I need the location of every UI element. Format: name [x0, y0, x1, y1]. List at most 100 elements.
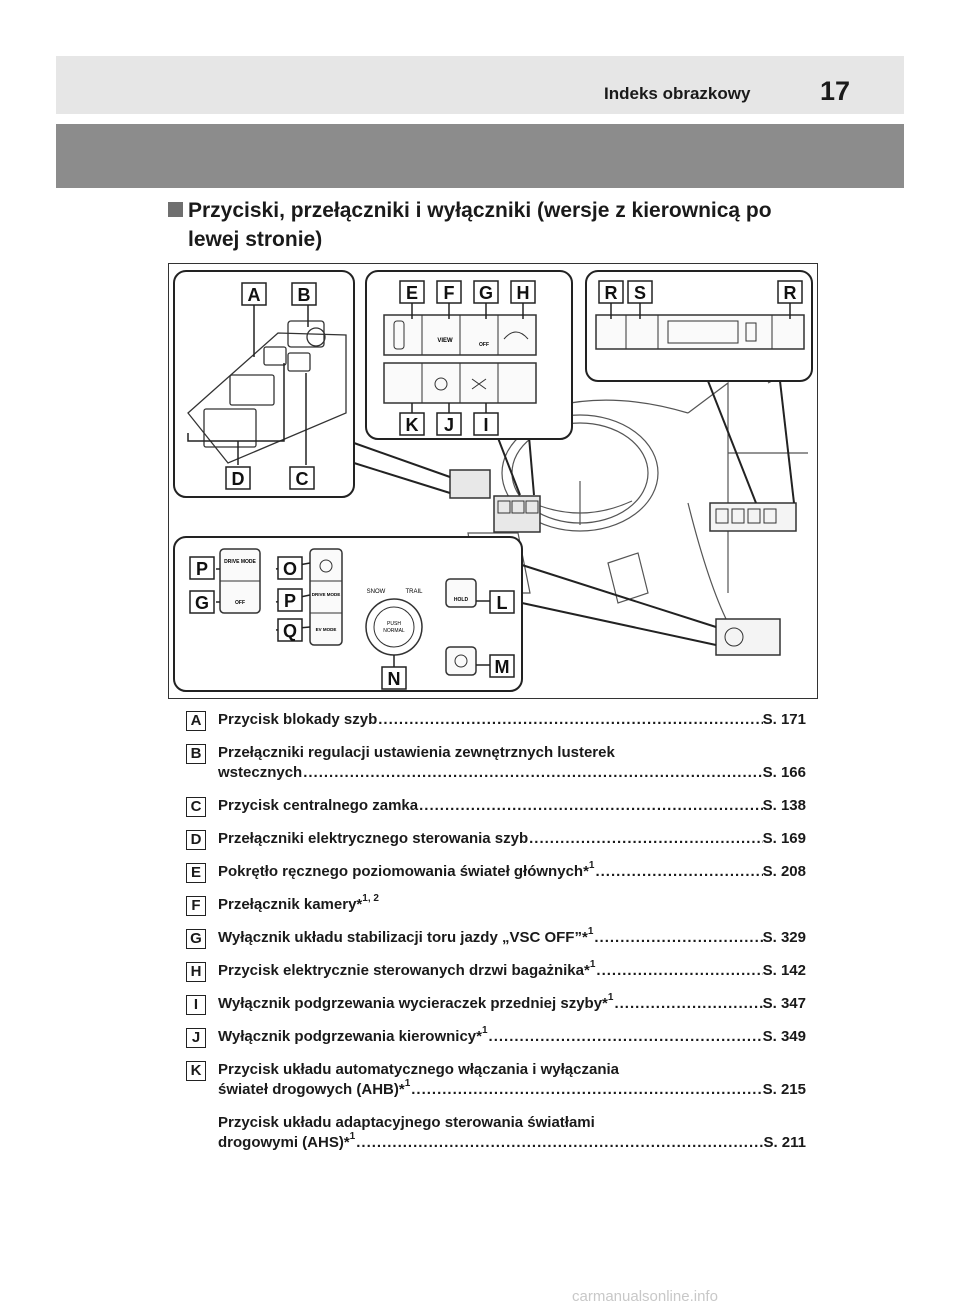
snow-text: SNOW [367, 589, 386, 595]
callout-F: F [444, 283, 455, 303]
item-badge: E [186, 863, 206, 883]
callout-S: S [634, 283, 646, 303]
footnote-ref: 1 [481, 1025, 488, 1036]
item-page-ref: S. 208 [762, 863, 806, 880]
callout-H: H [517, 283, 530, 303]
callout-N: N [388, 669, 401, 689]
leader-lines [353, 380, 795, 646]
section-title-text: Przyciski, przełączniki i wyłączniki (we… [188, 199, 772, 251]
item-label: Przycisk elektrycznie sterowanych drzwi … [218, 959, 596, 980]
callout-I: I [483, 415, 488, 435]
item-page-ref: S. 138 [762, 797, 806, 814]
list-item-C: C Przycisk centralnego zamka S. 138 [186, 796, 806, 817]
page-number: 17 [820, 76, 851, 106]
item-badge: A [186, 711, 206, 731]
illustration-svg: VIEW OFF DRIVE MODE OFF DRIVE MODE EV MO… [168, 263, 818, 699]
item-label: wstecznych [218, 764, 303, 781]
watermark: carmanualsonline.info [572, 1288, 718, 1305]
item-page-ref: S. 349 [762, 1028, 806, 1045]
list-item-AHS: Przycisk układu adaptacyjnego sterowania… [186, 1113, 806, 1153]
list-item-K: K Przycisk układu automatycznego włączan… [186, 1060, 806, 1100]
item-badge: J [186, 1028, 206, 1048]
push-text: PUSH [387, 621, 401, 627]
header-band [56, 56, 904, 114]
callout-C: C [296, 469, 309, 489]
list-item-E: E Pokrętło ręcznego poziomowania świateł… [186, 860, 806, 883]
controls-index-list: A Przycisk blokady szyb S. 171 B Przełącz… [186, 710, 806, 1153]
item-page-ref: S. 166 [762, 764, 806, 781]
item-badge: D [186, 830, 206, 850]
item-page-ref: S. 211 [763, 1134, 806, 1151]
callout-D: D [232, 469, 245, 489]
footnote-ref: 1 [589, 959, 596, 970]
section-bullet-icon [168, 202, 183, 217]
item-label: Przełącznik kamery* [218, 896, 363, 913]
callout-J: J [444, 415, 454, 435]
callout-K: K [406, 415, 419, 435]
item-label: Wyłącznik podgrzewania kierownicy*1 [218, 1025, 488, 1046]
item-page-ref: S. 215 [762, 1081, 806, 1098]
callout-O: O [283, 559, 297, 579]
list-item-J: J Wyłącznik podgrzewania kierownicy*1 S. … [186, 1025, 806, 1048]
normal-text: NORMAL [383, 628, 405, 634]
item-label-line1: Przycisk układu automatycznego włączania… [218, 1061, 619, 1078]
hold-text: HOLD [454, 597, 469, 603]
item-page-ref: S. 329 [762, 929, 806, 946]
chapter-band [56, 124, 904, 188]
callout-P-right: P [284, 591, 296, 611]
item-badge: B [186, 744, 206, 764]
footnote-ref: 1 [349, 1131, 356, 1142]
item-label: Przycisk centralnego zamka [218, 797, 419, 814]
footnote-ref: 1 [607, 992, 614, 1003]
vsc-off-switch-text: OFF [479, 342, 489, 348]
item-badge: H [186, 962, 206, 982]
list-item-H: H Przycisk elektrycznie sterowanych drzw… [186, 959, 806, 982]
item-page-ref: S. 142 [762, 962, 806, 979]
item-page-ref: S. 171 [762, 711, 806, 728]
item-badge: K [186, 1061, 206, 1081]
vsc-off-text-2: OFF [235, 600, 245, 606]
header-title: Indeks obrazkowy [604, 84, 751, 103]
list-item-F: F Przełącznik kamery*1, 2 [186, 893, 806, 916]
ev-mode-text: EV MODE [316, 627, 337, 632]
item-page-ref: S. 347 [762, 995, 806, 1012]
item-label-line1: Przełączniki regulacji ustawienia zewnęt… [218, 744, 615, 761]
callout-E: E [406, 283, 418, 303]
item-label: Przełączniki elektrycznego sterowania sz… [218, 830, 529, 847]
item-label: świateł drogowych (AHB)*1 [218, 1078, 411, 1099]
list-item-I: I Wyłącznik podgrzewania wycieraczek prz… [186, 992, 806, 1015]
item-label: Przycisk blokady szyb [218, 711, 378, 728]
callout-Q: Q [283, 621, 297, 641]
item-badge: G [186, 929, 206, 949]
callout-R-left: R [605, 283, 618, 303]
footnote-ref: 1 [404, 1078, 411, 1089]
footnote-ref: 1, 2 [362, 893, 379, 904]
list-item-B: B Przełączniki regulacji ustawienia zewn… [186, 743, 806, 783]
callout-L: L [497, 593, 508, 613]
callout-G-lower: G [195, 593, 209, 613]
item-label: drogowymi (AHS)*1 [218, 1131, 356, 1152]
callout-P-left: P [196, 559, 208, 579]
item-label: Wyłącznik układu stabilizacji toru jazdy… [218, 926, 594, 947]
item-badge: I [186, 995, 206, 1015]
list-item-A: A Przycisk blokady szyb S. 171 [186, 710, 806, 731]
list-item-G: G Wyłącznik układu stabilizacji toru jaz… [186, 926, 806, 949]
item-badge: F [186, 896, 206, 916]
callout-M: M [495, 657, 510, 677]
controls-illustration: VIEW OFF DRIVE MODE OFF DRIVE MODE EV MO… [168, 263, 818, 699]
item-label: Pokrętło ręcznego poziomowania świateł g… [218, 860, 595, 881]
trail-text: TRAIL [405, 589, 423, 595]
item-label: Wyłącznik podgrzewania wycieraczek przed… [218, 992, 614, 1013]
item-page-ref: S. 169 [762, 830, 806, 847]
section-title: Przyciski, przełączniki i wyłączniki (we… [168, 196, 808, 254]
view-switch-text: VIEW [437, 338, 453, 344]
callout-A: A [248, 285, 261, 305]
callout-B: B [298, 285, 311, 305]
footnote-ref: 1 [588, 860, 595, 871]
item-label-line1: Przycisk układu adaptacyjnego sterowania… [218, 1114, 595, 1131]
callout-R-right: R [784, 283, 797, 303]
callout-labels: A B C D E F G H I J K L M N O P P G [189, 280, 803, 690]
list-item-D: D Przełączniki elektrycznego sterowania … [186, 829, 806, 850]
footnote-ref: 1 [587, 926, 594, 937]
item-badge: C [186, 797, 206, 817]
